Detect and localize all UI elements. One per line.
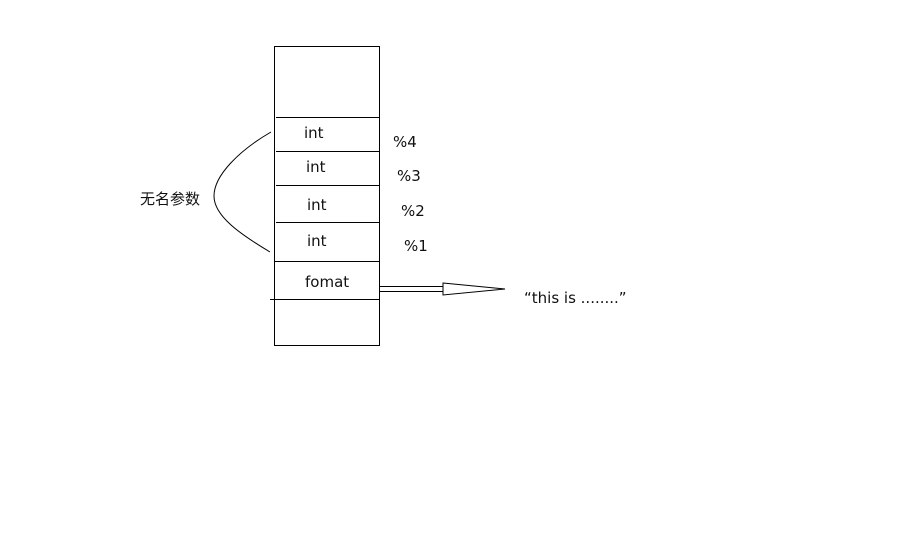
slot-label: int xyxy=(307,232,327,250)
format-string: “this is ........” xyxy=(524,289,627,307)
index-label: %1 xyxy=(404,237,428,255)
index-label: %4 xyxy=(393,133,417,151)
slot-label: int xyxy=(304,124,324,142)
index-label: %2 xyxy=(401,202,425,220)
format-slot-label: fomat xyxy=(305,273,349,291)
index-label: %3 xyxy=(397,167,421,185)
brace-label: 无名参数 xyxy=(140,190,200,208)
brace-curve xyxy=(213,131,272,253)
stack-box xyxy=(274,46,380,346)
arrow-head xyxy=(442,282,506,296)
slot-label: int xyxy=(307,196,327,214)
slot-label: int xyxy=(306,158,326,176)
